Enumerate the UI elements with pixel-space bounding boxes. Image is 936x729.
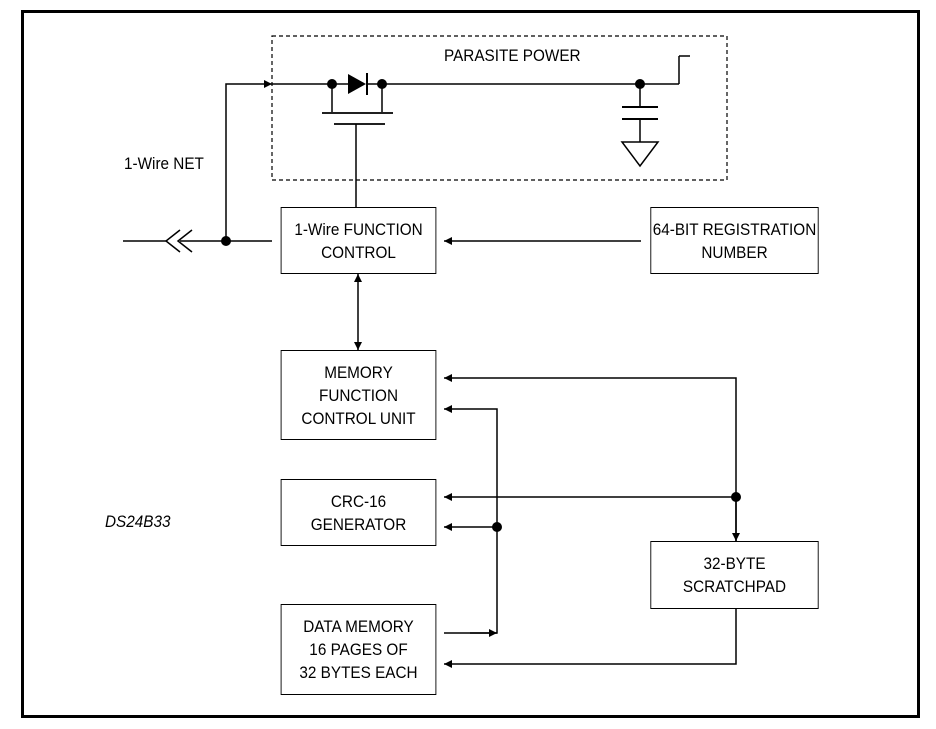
datamem-bus-junction — [492, 522, 502, 532]
function-control-label: 1-Wire FUNCTION CONTROL — [294, 219, 423, 262]
diagram-frame — [21, 10, 920, 718]
transistor-icon — [322, 84, 393, 207]
net-connector-icon — [123, 229, 193, 253]
diode-icon — [327, 73, 387, 95]
supply-node-icon — [635, 55, 690, 89]
registration-number-block: 64-BIT REGISTRATION NUMBER — [650, 207, 819, 274]
crc-generator-label: CRC-16 GENERATOR — [310, 491, 407, 534]
scratchpad-to-memfunc — [444, 374, 737, 541]
ground-icon — [620, 141, 660, 168]
datamem-to-memfunc — [444, 405, 498, 634]
scratchpad-to-datamem — [444, 609, 737, 668]
parasite-power-region — [271, 35, 728, 181]
parasite-power-label: PARASITE POWER — [444, 46, 581, 65]
capacitor-icon — [622, 84, 658, 142]
scratchpad-block: 32-BYTE SCRATCHPAD — [650, 541, 819, 609]
scratchpad-label: 32-BYTE SCRATCHPAD — [682, 554, 787, 596]
net-label: 1-Wire NET — [124, 154, 204, 173]
registration-number-label: 64-BIT REGISTRATION NUMBER — [652, 219, 817, 262]
data-memory-block: DATA MEMORY 16 PAGES OF 32 BYTES EACH — [280, 604, 437, 695]
scratchpad-bus-junction — [731, 492, 741, 502]
part-number-label: DS24B33 — [105, 512, 171, 531]
crc-generator-block: CRC-16 GENERATOR — [280, 479, 437, 546]
memory-function-control-block: MEMORY FUNCTION CONTROL UNIT — [280, 350, 437, 440]
data-memory-label: DATA MEMORY 16 PAGES OF 32 BYTES EACH — [299, 617, 418, 682]
function-control-block: 1-Wire FUNCTION CONTROL — [280, 207, 437, 274]
parasite-feed-line — [225, 80, 272, 241]
memory-function-control-label: MEMORY FUNCTION CONTROL UNIT — [301, 362, 416, 428]
